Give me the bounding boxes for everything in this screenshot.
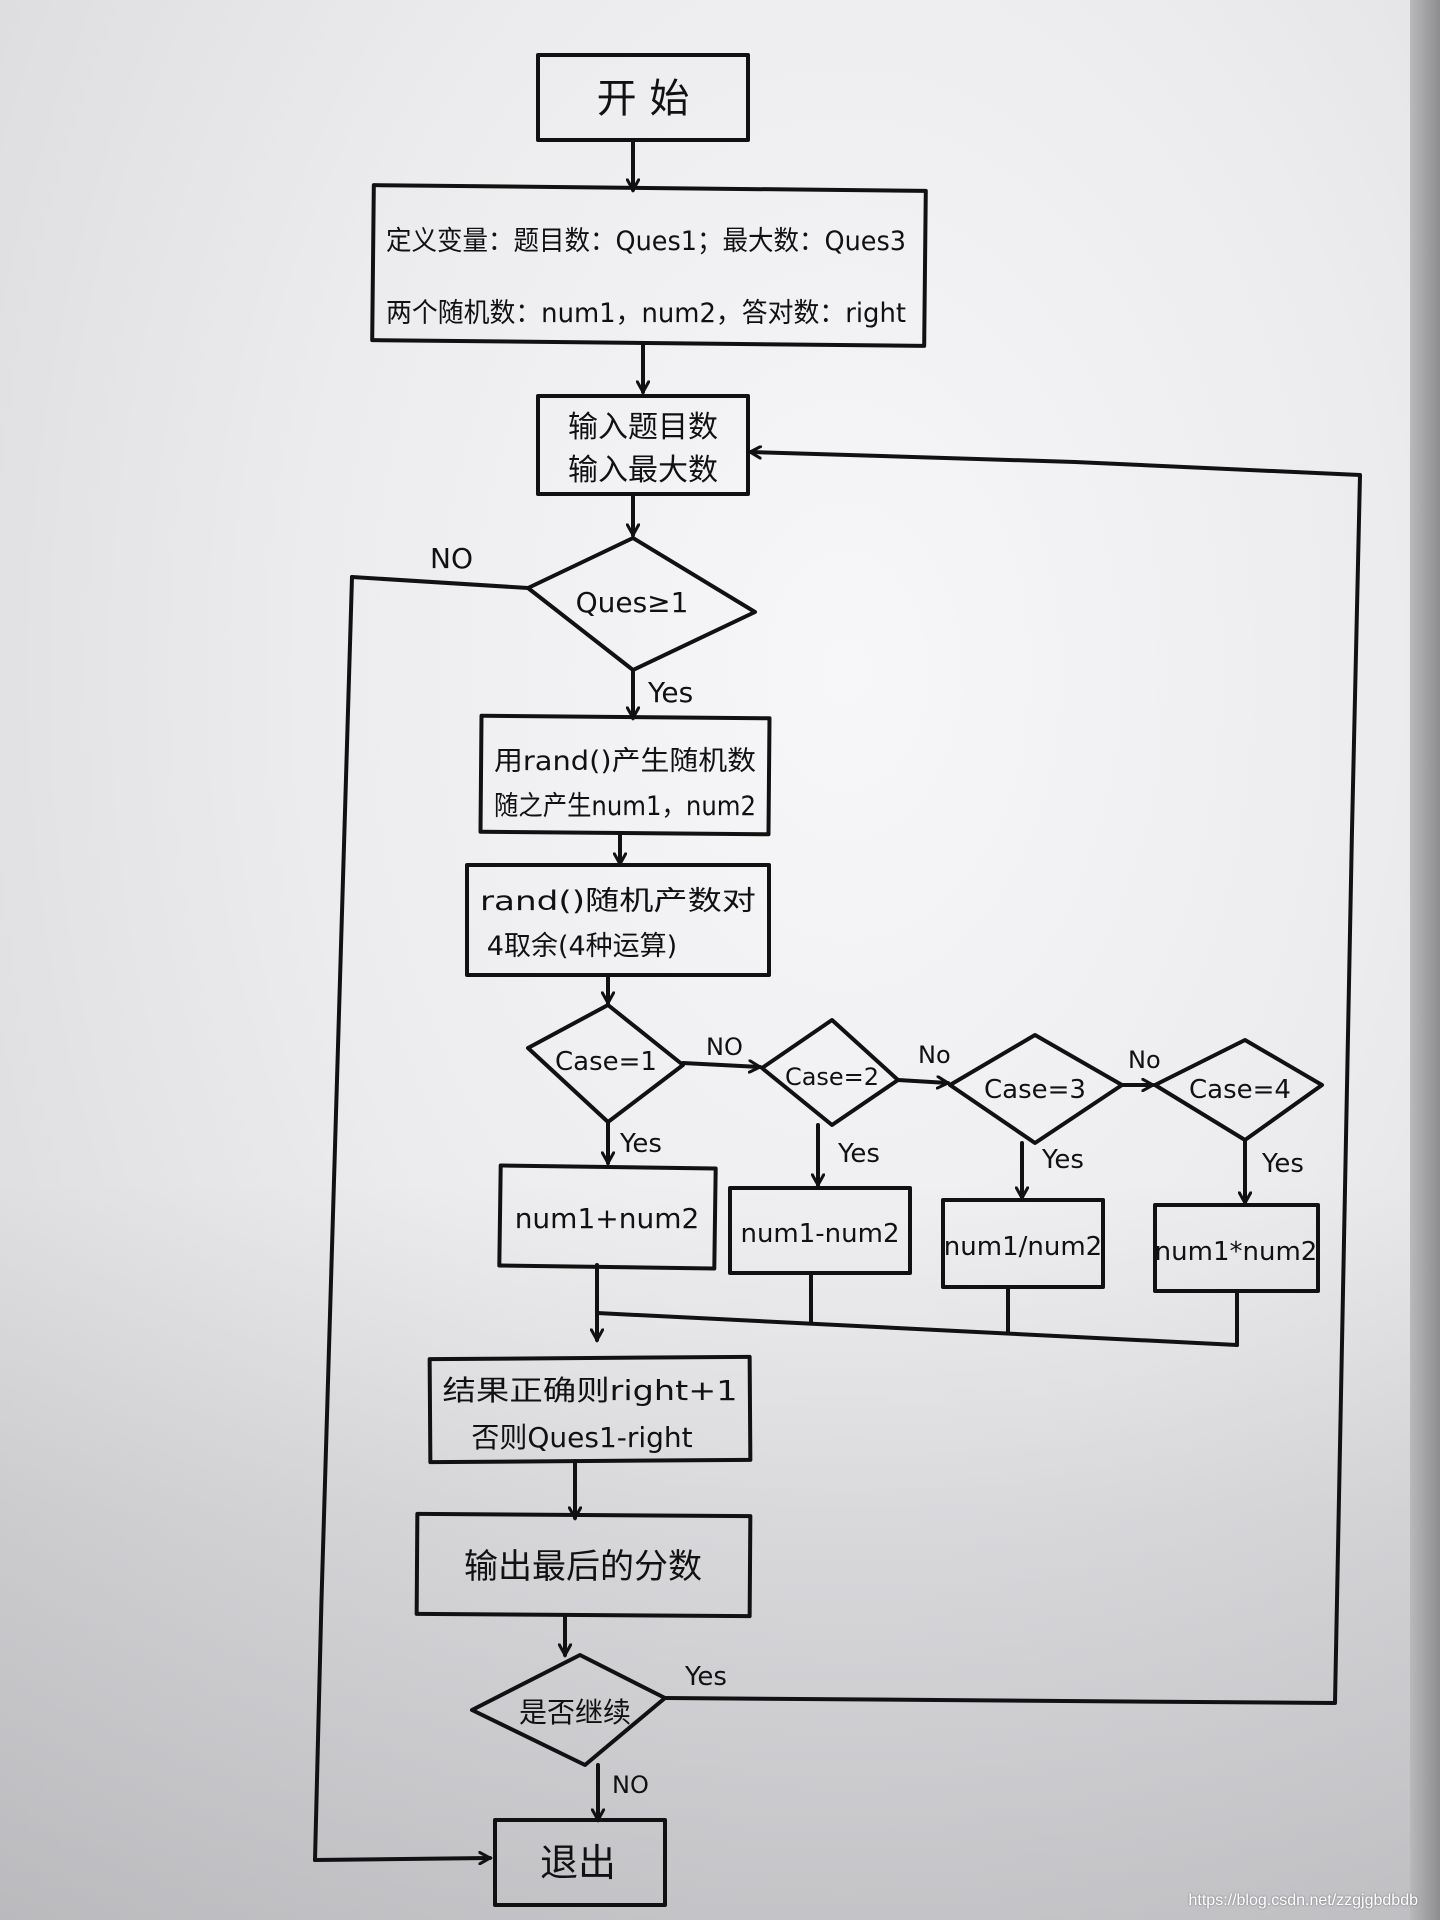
start-label: 开 始	[597, 76, 690, 122]
merge-bar	[595, 1311, 1239, 1347]
define-label-2: 两个随机数：num1，num2，答对数：right	[386, 298, 906, 329]
paper-sheet	[0, 0, 1410, 1920]
op1-label: num1+num2	[515, 1202, 700, 1235]
op4-label: num1*num2	[1155, 1237, 1318, 1267]
exit-box	[493, 1818, 667, 1907]
rand-box	[478, 713, 772, 837]
input-label-1: 输入题目数	[568, 410, 718, 445]
rand-label-1: 用rand()产生随机数	[494, 746, 756, 777]
case1-yes-label: Yes	[619, 1129, 662, 1159]
op2-label: num1-num2	[740, 1219, 899, 1249]
case3-diamond	[948, 1033, 1124, 1145]
start-box	[536, 53, 750, 142]
ques-no-label: NO	[430, 542, 473, 575]
continue-no-label: NO	[612, 1771, 649, 1799]
rand-label-2: 随之产生num1，num2	[494, 791, 756, 822]
check-label-1: 结果正确则right+1	[443, 1374, 738, 1407]
continue-yes-label: Yes	[684, 1662, 727, 1692]
op-select-label-2: 4取余(4种运算)	[487, 931, 677, 962]
op3-box	[941, 1198, 1105, 1289]
case3-label: Case=3	[984, 1075, 1086, 1105]
define-box	[370, 183, 928, 348]
op2-box	[728, 1186, 912, 1275]
case2-label: Case=2	[785, 1063, 879, 1091]
continue-label: 是否继续	[519, 1696, 631, 1729]
left-return-line	[313, 575, 354, 1862]
check-label-2: 否则Ques1-right	[471, 1421, 692, 1454]
op-select-box	[465, 863, 771, 977]
continue-yes-loop	[663, 452, 1362, 1705]
output-label: 输出最后的分数	[464, 1547, 702, 1587]
arrow-case1-case2	[681, 1063, 760, 1067]
op3-label: num1/num2	[944, 1232, 1102, 1262]
arrow-left-exit	[313, 1858, 490, 1860]
exit-label: 退出	[540, 1841, 616, 1885]
case1-no-label: NO	[706, 1033, 743, 1061]
case3-no-label: No	[1128, 1046, 1161, 1074]
arrow-case2-case3	[896, 1080, 948, 1083]
case4-label: Case=4	[1189, 1075, 1291, 1105]
ques-yes-label: Yes	[647, 676, 693, 709]
paper-shadow	[0, 1180, 1410, 1920]
output-box	[414, 1511, 753, 1619]
case2-diamond	[760, 1018, 900, 1127]
ques-label: Ques≥1	[576, 586, 689, 619]
watermark: https://blog.csdn.net/zzgjgbdbdb	[1188, 1892, 1419, 1909]
continue-diamond	[470, 1653, 667, 1767]
define-label-1: 定义变量：题目数：Ques1；最大数：Ques3	[386, 226, 906, 257]
case2-no-label: No	[918, 1041, 951, 1069]
case4-yes-label: Yes	[1261, 1149, 1304, 1179]
paper-edge	[1410, 0, 1440, 1920]
check-box	[427, 1354, 753, 1465]
op-select-label-1: rand()随机产数对	[480, 886, 756, 917]
op1-box	[497, 1163, 718, 1271]
case3-yes-label: Yes	[1041, 1145, 1084, 1175]
case1-label: Case=1	[555, 1047, 657, 1077]
ques-no-line	[350, 575, 530, 590]
case2-yes-label: Yes	[837, 1139, 880, 1169]
input-label-2: 输入最大数	[568, 453, 718, 488]
